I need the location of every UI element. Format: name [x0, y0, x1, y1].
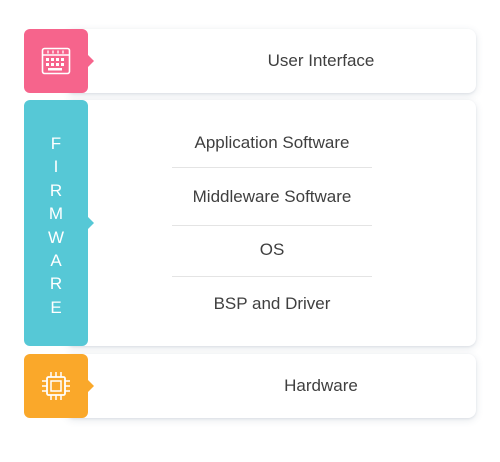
firmware-letter: M	[48, 204, 64, 224]
firmware-letter: I	[53, 157, 59, 177]
layer-divider	[172, 167, 372, 168]
hardware-card: Hardware	[66, 354, 476, 418]
firmware-letter: R	[49, 180, 63, 200]
hardware-label: Hardware	[284, 376, 358, 395]
firmware-letter: W	[47, 227, 65, 247]
user-interface-tab	[24, 29, 94, 93]
layer-divider	[172, 225, 372, 226]
keyboard-panel-icon	[41, 47, 71, 75]
layer-divider	[172, 276, 372, 277]
layer-middleware-software: Middleware Software	[192, 187, 352, 206]
layer-os: OS	[259, 240, 285, 259]
firmware-tab: F I R M W A R E	[24, 100, 94, 346]
firmware-letter: E	[50, 297, 62, 317]
firmware-letter: F	[50, 134, 62, 153]
user-interface-card: User Interface	[66, 29, 476, 93]
chip-icon	[42, 372, 70, 400]
layer-bsp-and-driver: BSP and Driver	[213, 294, 331, 313]
user-interface-label: User Interface	[267, 51, 375, 70]
firmware-letter: A	[50, 251, 62, 271]
firmware-letter: R	[49, 274, 63, 294]
firmware-vertical-label: F I R M W A R E	[24, 132, 88, 319]
hardware-tab	[24, 354, 94, 418]
firmware-card	[66, 100, 476, 346]
layer-application-software: Application Software	[194, 133, 350, 152]
